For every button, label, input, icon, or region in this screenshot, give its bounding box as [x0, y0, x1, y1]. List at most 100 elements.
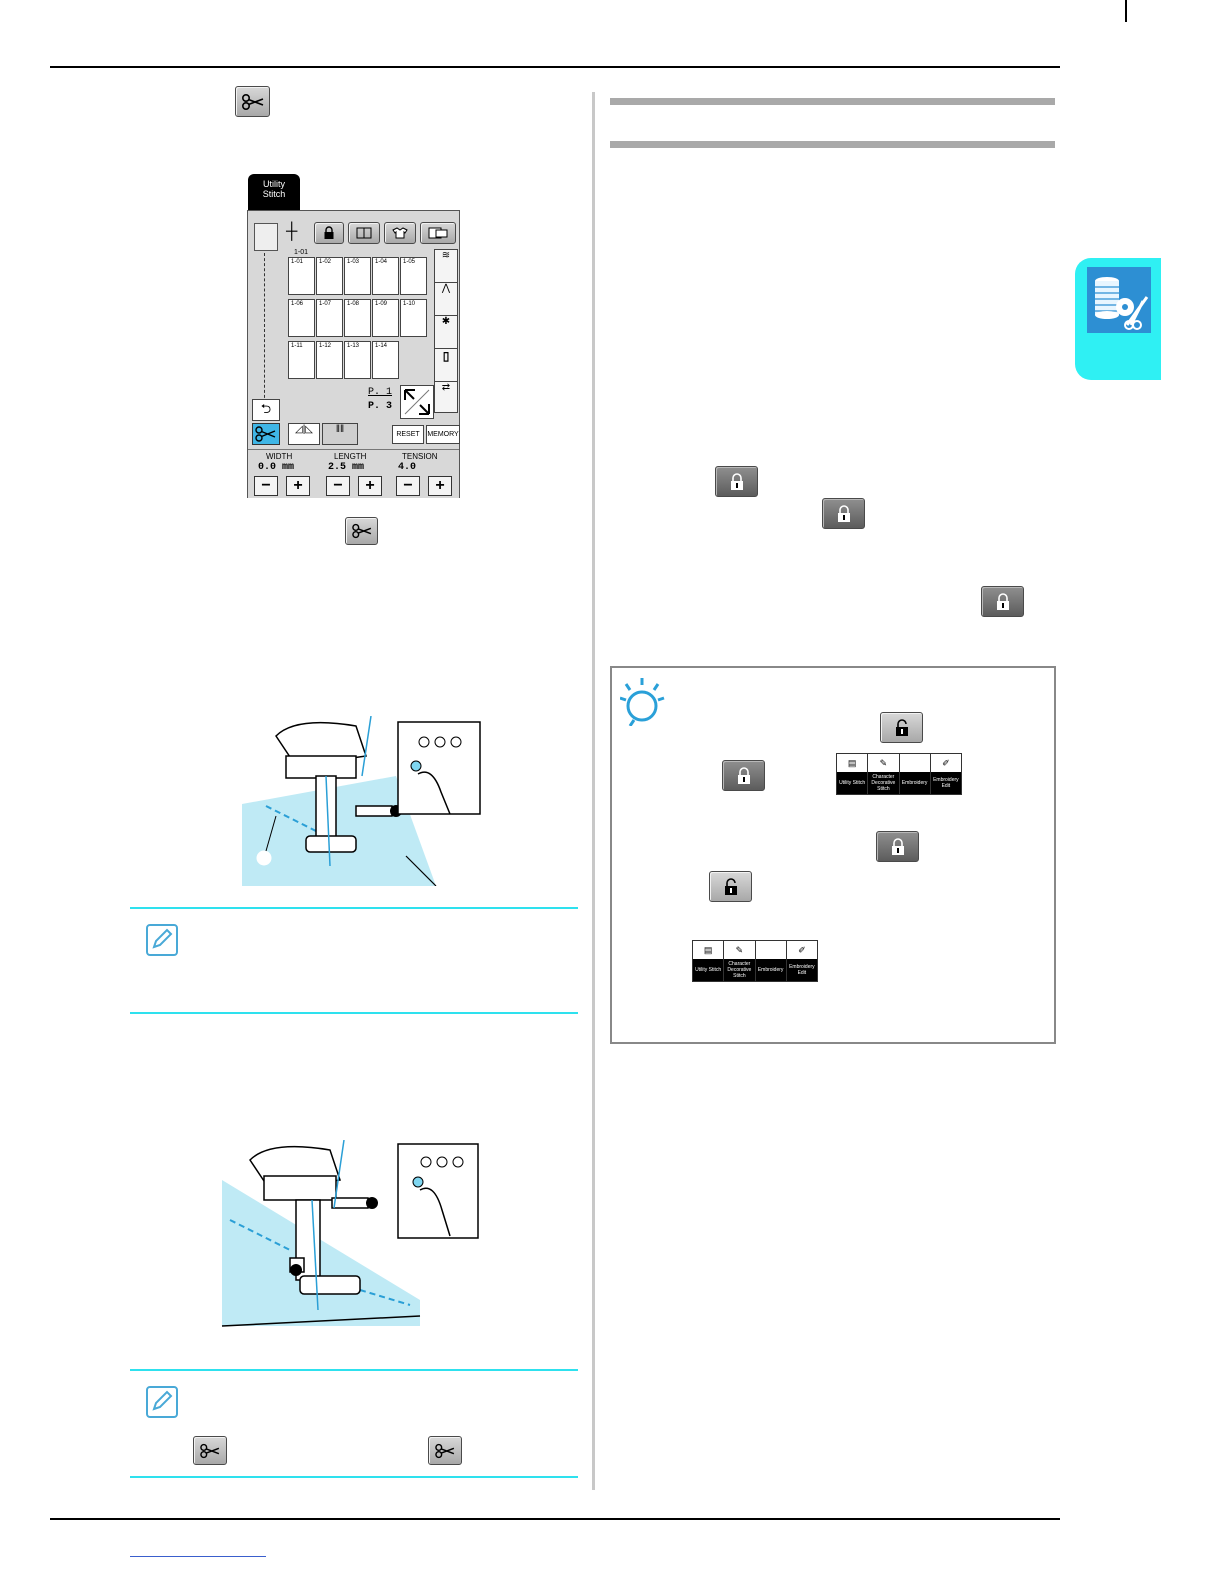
lock-icon [730, 472, 743, 490]
stitch-grid: 1-01 1-02 1-03 1-04 1-05 1-06 1-07 1-08 … [288, 251, 436, 379]
memo-scissors-key-1[interactable] [193, 1436, 227, 1465]
memory-button[interactable]: MEMORY [426, 425, 460, 444]
stitch-1-07[interactable]: 1-07 [316, 299, 343, 337]
category-column: ≋ ⋀ ✱ ▯ ⇄ [434, 249, 458, 413]
width-label: WIDTH [266, 452, 293, 461]
header-rule [50, 66, 1060, 68]
utility-mode-icon: ▤ [847, 757, 857, 768]
length-plus-button[interactable]: + [358, 476, 382, 496]
note-box [610, 666, 1056, 1044]
lock-key-3[interactable] [981, 586, 1024, 617]
unlock-key-2[interactable] [709, 871, 752, 902]
stitch-1-01[interactable]: 1-01 [288, 257, 315, 295]
note-lightbulb-icon [620, 678, 665, 726]
lock-icon [737, 766, 750, 784]
reset-button[interactable]: RESET [392, 425, 424, 444]
page-total: P. 3 [368, 401, 393, 412]
memo2-bottom-rule [130, 1476, 578, 1478]
stitch-1-02[interactable]: 1-02 [316, 257, 343, 295]
stitch-1-04[interactable]: 1-04 [372, 257, 399, 295]
unlock-key-1[interactable] [880, 712, 923, 743]
needle-line [264, 253, 265, 403]
embroidery-edit-mode-icon: ✐ [942, 757, 950, 768]
lock-key-1[interactable] [715, 466, 758, 497]
stitch-1-10[interactable]: 1-10 [400, 299, 427, 337]
scissors-icon [351, 523, 371, 539]
embroidery-mode-icon [900, 754, 930, 772]
stitch-1-09[interactable]: 1-09 [372, 299, 399, 337]
width-unit: mm [282, 462, 295, 473]
lock-key-4[interactable] [722, 760, 765, 791]
section-heading-bar-top [610, 98, 1055, 105]
memo2-pencil-icon [146, 1386, 178, 1418]
mode-tab-utility-2[interactable]: Utility Stitch [693, 959, 724, 981]
section-heading-bar-bottom [610, 141, 1055, 148]
mode-tab-character-2[interactable]: Character Decorative Stitch [724, 959, 755, 981]
width-plus-button[interactable]: + [286, 476, 310, 496]
category-directional-icon[interactable]: ⇄ [441, 382, 451, 393]
utility-stitch-tab[interactable]: Utility Stitch [248, 174, 300, 210]
stitch-1-12[interactable]: 1-12 [316, 341, 343, 379]
memo-pencil-icon [146, 924, 178, 956]
tension-plus-button[interactable]: + [428, 476, 452, 496]
mode-tab-embroidery-edit-2[interactable]: Embroidery Edit [786, 959, 817, 981]
sewing-illustration-1 [242, 716, 481, 886]
length-unit: mm [352, 462, 365, 473]
needle-position-icon: ┼ [286, 223, 298, 240]
settings-icon [428, 227, 448, 239]
length-minus-button[interactable]: − [326, 476, 350, 496]
length-label: LENGTH [334, 452, 367, 461]
stitch-1-03[interactable]: 1-03 [344, 257, 371, 295]
stitch-1-06[interactable]: 1-06 [288, 299, 315, 337]
mode-tab-strip-1: ▤Utility Stitch ✎Character Decorative St… [836, 753, 962, 795]
category-decorative-icon[interactable]: ✱ [435, 316, 457, 349]
page-arrows-icon [404, 389, 430, 415]
scissors-icon [255, 426, 276, 442]
stitch-1-08[interactable]: 1-08 [344, 299, 371, 337]
mode-tab-utility[interactable]: Utility Stitch [837, 772, 868, 794]
page-arrow-key[interactable] [400, 385, 434, 419]
mode-tab-embroidery[interactable]: Embroidery [899, 772, 930, 794]
category-buttonhole-icon[interactable]: ▯ [435, 349, 457, 382]
settings-panel: WIDTH 0.0 mm LENGTH 2.5 mm TENSION 4.0 −… [248, 449, 459, 498]
lock-icon [996, 592, 1009, 610]
category-overcast-icon[interactable]: ⋀ [435, 283, 457, 316]
memo-scissors-key-2[interactable] [428, 1436, 462, 1465]
footer-link-underline[interactable] [130, 1556, 266, 1557]
unlock-icon [724, 877, 737, 895]
footer-rule [50, 1518, 1060, 1520]
mode-tab-embroidery-edit[interactable]: Embroidery Edit [930, 772, 961, 794]
memo-bottom-rule [130, 1012, 578, 1014]
lock-icon [837, 504, 850, 522]
thread-cutter-key-2[interactable] [345, 517, 378, 545]
category-straight-icon[interactable]: ≋ [435, 250, 457, 283]
mirror-key[interactable]: ◿|◺ [288, 423, 320, 445]
stitch-1-11[interactable]: 1-11 [288, 341, 315, 379]
width-minus-button[interactable]: − [254, 476, 278, 496]
stitch-1-05[interactable]: 1-05 [400, 257, 427, 295]
sewing-guide-key[interactable] [384, 222, 416, 244]
page-current: P. 1 [368, 387, 393, 398]
lcd-screen: ┼ 1-01 1-01 1-02 1-03 1-04 1-05 1-06 1-0… [247, 210, 460, 498]
stitch-1-14[interactable]: 1-14 [372, 341, 399, 379]
explanation-key[interactable] [348, 222, 380, 244]
twin-needle-icon: ‖‖ [335, 424, 345, 435]
twin-needle-key[interactable]: ‖‖ [322, 423, 358, 445]
lock-icon [324, 226, 334, 239]
tension-minus-button[interactable]: − [396, 476, 420, 496]
settings-key[interactable] [420, 222, 456, 244]
lock-key-5[interactable] [876, 831, 919, 862]
lock-key-2[interactable] [822, 498, 865, 529]
mode-tab-embroidery-2[interactable]: Embroidery [755, 959, 786, 981]
memo2-top-rule [130, 1369, 578, 1371]
thread-spool-icon [1087, 267, 1151, 333]
mode-tab-character[interactable]: Character Decorative Stitch [868, 772, 899, 794]
reverse-key[interactable]: ⮌ [252, 399, 280, 421]
stitch-1-13[interactable]: 1-13 [344, 341, 371, 379]
thread-cutter-key[interactable] [235, 86, 270, 117]
embroidery-mode-icon-2 [756, 941, 786, 959]
auto-cut-key[interactable] [252, 423, 280, 445]
lock-key[interactable] [314, 222, 344, 244]
book-icon [356, 227, 372, 239]
lock-icon [891, 837, 904, 855]
